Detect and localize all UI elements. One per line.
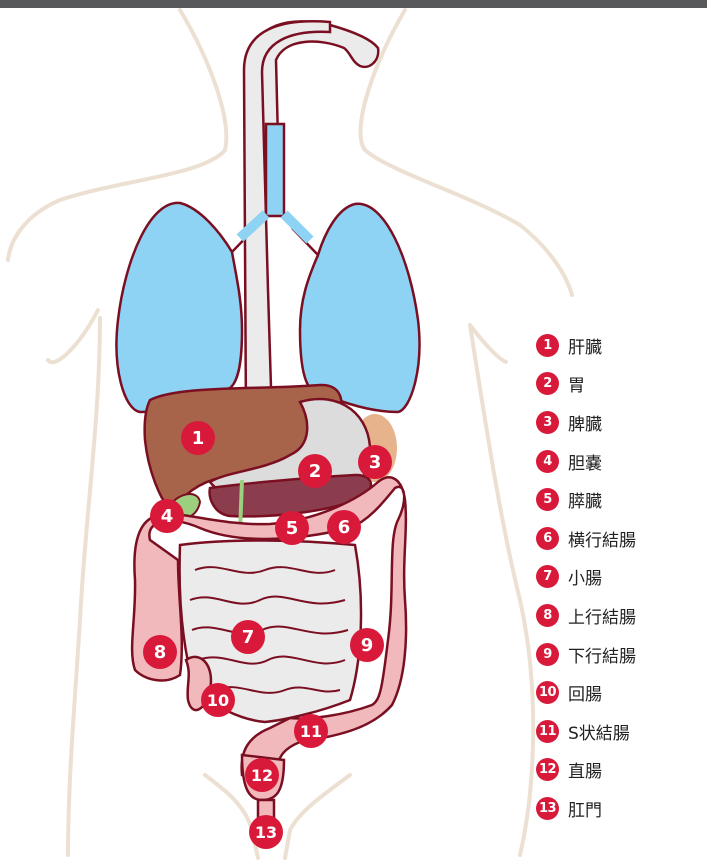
legend-label: 直腸 xyxy=(568,757,602,782)
svg-text:3: 3 xyxy=(369,452,382,473)
legend-item-transverse-colon: 6 横行結腸 xyxy=(536,519,636,558)
legend-number: 2 xyxy=(536,372,559,395)
legend-label: 横行結腸 xyxy=(568,526,636,551)
legend-item-liver: 1 肝臓 xyxy=(536,326,636,365)
legend-number: 6 xyxy=(536,527,559,550)
legend-number: 13 xyxy=(536,797,559,820)
legend-number: 12 xyxy=(536,758,559,781)
legend-label: 肛門 xyxy=(568,796,602,821)
legend-label: 小腸 xyxy=(568,564,602,589)
legend-item-ascending-colon: 8 上行結腸 xyxy=(536,596,636,635)
marker-4: 4 xyxy=(150,499,184,533)
legend-number: 8 xyxy=(536,604,559,627)
marker-5: 5 xyxy=(275,511,309,545)
svg-text:7: 7 xyxy=(242,627,255,648)
marker-9: 9 xyxy=(350,628,384,662)
marker-7: 7 xyxy=(231,620,265,654)
marker-2: 2 xyxy=(298,454,332,488)
legend-item-pancreas: 5 膵臓 xyxy=(536,480,636,519)
legend-item-small-intestine: 7 小腸 xyxy=(536,558,636,597)
svg-text:13: 13 xyxy=(255,823,277,842)
legend-label: 膵臓 xyxy=(568,487,602,512)
legend-item-sigmoid-colon: 11 S状結腸 xyxy=(536,712,636,751)
legend-number: 10 xyxy=(536,681,559,704)
svg-text:10: 10 xyxy=(207,691,229,710)
legend-label: 脾臓 xyxy=(568,410,602,435)
svg-text:2: 2 xyxy=(309,461,322,482)
legend-label: S状結腸 xyxy=(568,719,630,744)
trachea xyxy=(266,124,284,216)
legend-item-ileum: 10 回腸 xyxy=(536,673,636,712)
legend-number: 5 xyxy=(536,488,559,511)
marker-1: 1 xyxy=(181,421,215,455)
legend-item-gallbladder: 4 胆嚢 xyxy=(536,442,636,481)
svg-text:12: 12 xyxy=(251,766,273,785)
marker-10: 10 xyxy=(201,683,235,717)
legend-item-descending-colon: 9 下行結腸 xyxy=(536,635,636,674)
marker-13: 13 xyxy=(249,815,283,849)
legend-label: 上行結腸 xyxy=(568,603,636,628)
legend-number: 3 xyxy=(536,411,559,434)
svg-text:9: 9 xyxy=(361,635,374,656)
legend-label: 胃 xyxy=(568,371,585,396)
legend-label: 肝臓 xyxy=(568,333,602,358)
marker-3: 3 xyxy=(358,445,392,479)
marker-11: 11 xyxy=(294,714,328,748)
marker-8: 8 xyxy=(143,635,177,669)
legend-item-spleen: 3 脾臓 xyxy=(536,403,636,442)
marker-12: 12 xyxy=(245,758,279,792)
legend-number: 11 xyxy=(536,720,559,743)
legend-item-anus: 13 肛門 xyxy=(536,789,636,828)
legend-label: 回腸 xyxy=(568,680,602,705)
svg-text:6: 6 xyxy=(338,517,351,538)
svg-text:4: 4 xyxy=(161,506,174,527)
legend-number: 9 xyxy=(536,643,559,666)
legend-item-rectum: 12 直腸 xyxy=(536,751,636,790)
svg-text:11: 11 xyxy=(300,722,322,741)
svg-text:5: 5 xyxy=(286,518,299,539)
legend-number: 7 xyxy=(536,565,559,588)
legend-number: 4 xyxy=(536,450,559,473)
marker-6: 6 xyxy=(327,510,361,544)
svg-text:1: 1 xyxy=(192,428,205,449)
legend-number: 1 xyxy=(536,334,559,357)
legend-label: 下行結腸 xyxy=(568,642,636,667)
svg-text:8: 8 xyxy=(154,642,167,663)
legend-label: 胆嚢 xyxy=(568,449,602,474)
